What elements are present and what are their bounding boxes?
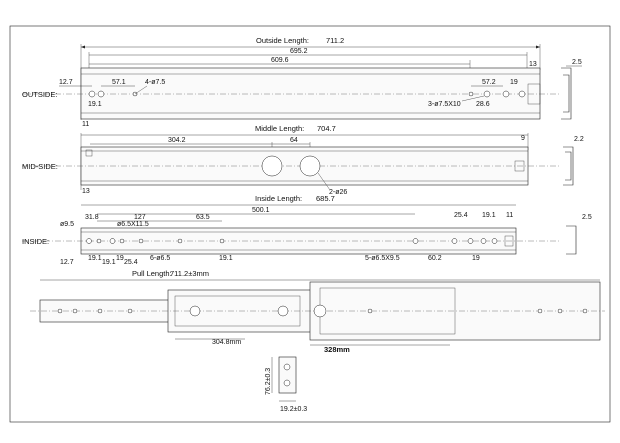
dim-2-5: 2.5: [572, 59, 582, 66]
profile-section: 76.2±0.3 19.2±0.3: [265, 356, 307, 413]
slot: [467, 238, 474, 244]
inside-row-label: INSIDE:: [22, 237, 49, 246]
large-hole: [261, 155, 283, 177]
middle-cross-section: [563, 146, 574, 186]
hole: [468, 91, 474, 97]
hole: [277, 305, 289, 317]
middle-row-label: MID-SIDE:: [22, 162, 58, 171]
dim-13: 13: [529, 61, 537, 68]
dim-9: 9: [521, 135, 525, 142]
inside-length-value: 685.7: [316, 194, 335, 203]
dim-2-2: 2.2: [574, 136, 584, 143]
outside-cross-section: [561, 67, 572, 120]
hole: [138, 238, 144, 244]
pull-length-label: Pull Length:: [132, 269, 172, 278]
hole: [57, 308, 63, 314]
dim-19-1-d: 19.1: [482, 212, 496, 219]
inside-cross-section: [566, 225, 577, 255]
dim-13-mid: 13: [82, 188, 90, 195]
hole: [537, 308, 543, 314]
hole: [127, 308, 133, 314]
outside-section: Outside Length: 711.2 695.2 609.6 OUTSID…: [22, 36, 582, 128]
large-hole: [299, 155, 321, 177]
inside-length-label: Inside Length:: [255, 194, 302, 203]
dim-28-6: 28.6: [476, 101, 490, 108]
hole: [72, 308, 78, 314]
drawing-frame: [9, 25, 611, 423]
slot: [483, 90, 491, 98]
hole: [518, 90, 526, 98]
dim-328: 328mm: [324, 345, 350, 354]
hole: [119, 238, 125, 244]
slot: [451, 238, 458, 244]
profile-cross-section: [278, 356, 297, 394]
slot-5-callout: 5-ø6.5X9.5: [365, 255, 400, 262]
hole: [313, 304, 327, 318]
hole: [88, 90, 96, 98]
dim-57-2: 57.2: [482, 79, 496, 86]
hole: [219, 238, 225, 244]
dim-304: 304.2: [168, 137, 186, 144]
dim-19-1-c: 19.1: [219, 255, 233, 262]
dim-695: 695.2: [290, 48, 308, 55]
hole-6-callout: 6-ø6.5: [150, 255, 170, 262]
slot: [412, 238, 419, 244]
hole: [189, 305, 201, 317]
dim-19-2: 19.2±0.3: [280, 406, 307, 413]
outside-length-value: 711.2: [326, 36, 344, 45]
dim-76-2: 76.2±0.3: [265, 368, 272, 395]
hole: [86, 238, 92, 244]
dim-19-1: 19.1: [88, 101, 102, 108]
middle-length-label: Middle Length:: [255, 124, 304, 133]
hole-4-callout: 4-ø7.5: [145, 79, 165, 86]
dim-25-4-a: 25.4: [124, 259, 138, 266]
outside-rail: [80, 67, 541, 120]
dim-609: 609.6: [271, 57, 289, 64]
dim-12-7-in: 12.7: [60, 259, 74, 266]
slot: [480, 238, 487, 244]
hole: [97, 308, 103, 314]
outside-length-label: Outside Length:: [256, 36, 309, 45]
dim-9-5: ø9.5: [60, 221, 74, 228]
dim-19-b: 19: [472, 255, 480, 262]
inside-section: Inside Length: 685.7 500.1 31.8 127 63.5…: [22, 194, 592, 266]
dim-31-8: 31.8: [85, 214, 99, 221]
hole: [97, 90, 105, 98]
outside-row-label: OUTSIDE:: [22, 90, 57, 99]
dim-19-1-a: 19.1: [88, 255, 102, 262]
slot: [502, 90, 510, 98]
hole: [582, 308, 588, 314]
dim-19-1-b: 19.1: [102, 259, 116, 266]
middle-section: Middle Length: 704.7 304.2 64 9 MID-SIDE…: [22, 124, 584, 196]
slot-6-5-callout: ø6.5X11.5: [117, 221, 149, 228]
dim-57-1: 57.1: [112, 79, 126, 86]
dim-11: 11: [82, 121, 89, 128]
hole-2-callout: 2-ø26: [329, 189, 347, 196]
dim-12-7: 12.7: [59, 79, 73, 86]
dim-127: 127: [134, 214, 146, 221]
dim-304-8: 304.8mm: [212, 339, 241, 346]
dim-19: 19: [510, 79, 518, 86]
slot-3-callout: 3-ø7.5X10: [428, 101, 461, 108]
dim-2-5-in: 2.5: [582, 214, 592, 221]
hole: [367, 308, 373, 314]
dim-64: 64: [290, 137, 298, 144]
dim-60-2: 60.2: [428, 255, 442, 262]
pull-length-value: 711.2±3mm: [170, 269, 209, 278]
slot: [491, 238, 498, 244]
middle-length-value: 704.7: [317, 124, 336, 133]
pull-section: Pull Length: 711.2±3mm 304.8mm 328mm: [30, 269, 605, 354]
dim-63-5: 63.5: [196, 214, 210, 221]
hole: [177, 238, 183, 244]
hole: [96, 238, 102, 244]
dim-11-in: 11: [506, 212, 513, 219]
dim-500: 500.1: [252, 207, 270, 214]
hole: [557, 308, 563, 314]
slot: [109, 238, 116, 244]
dim-19-a: 19: [116, 255, 124, 262]
dim-25-4-b: 25.4: [454, 212, 468, 219]
